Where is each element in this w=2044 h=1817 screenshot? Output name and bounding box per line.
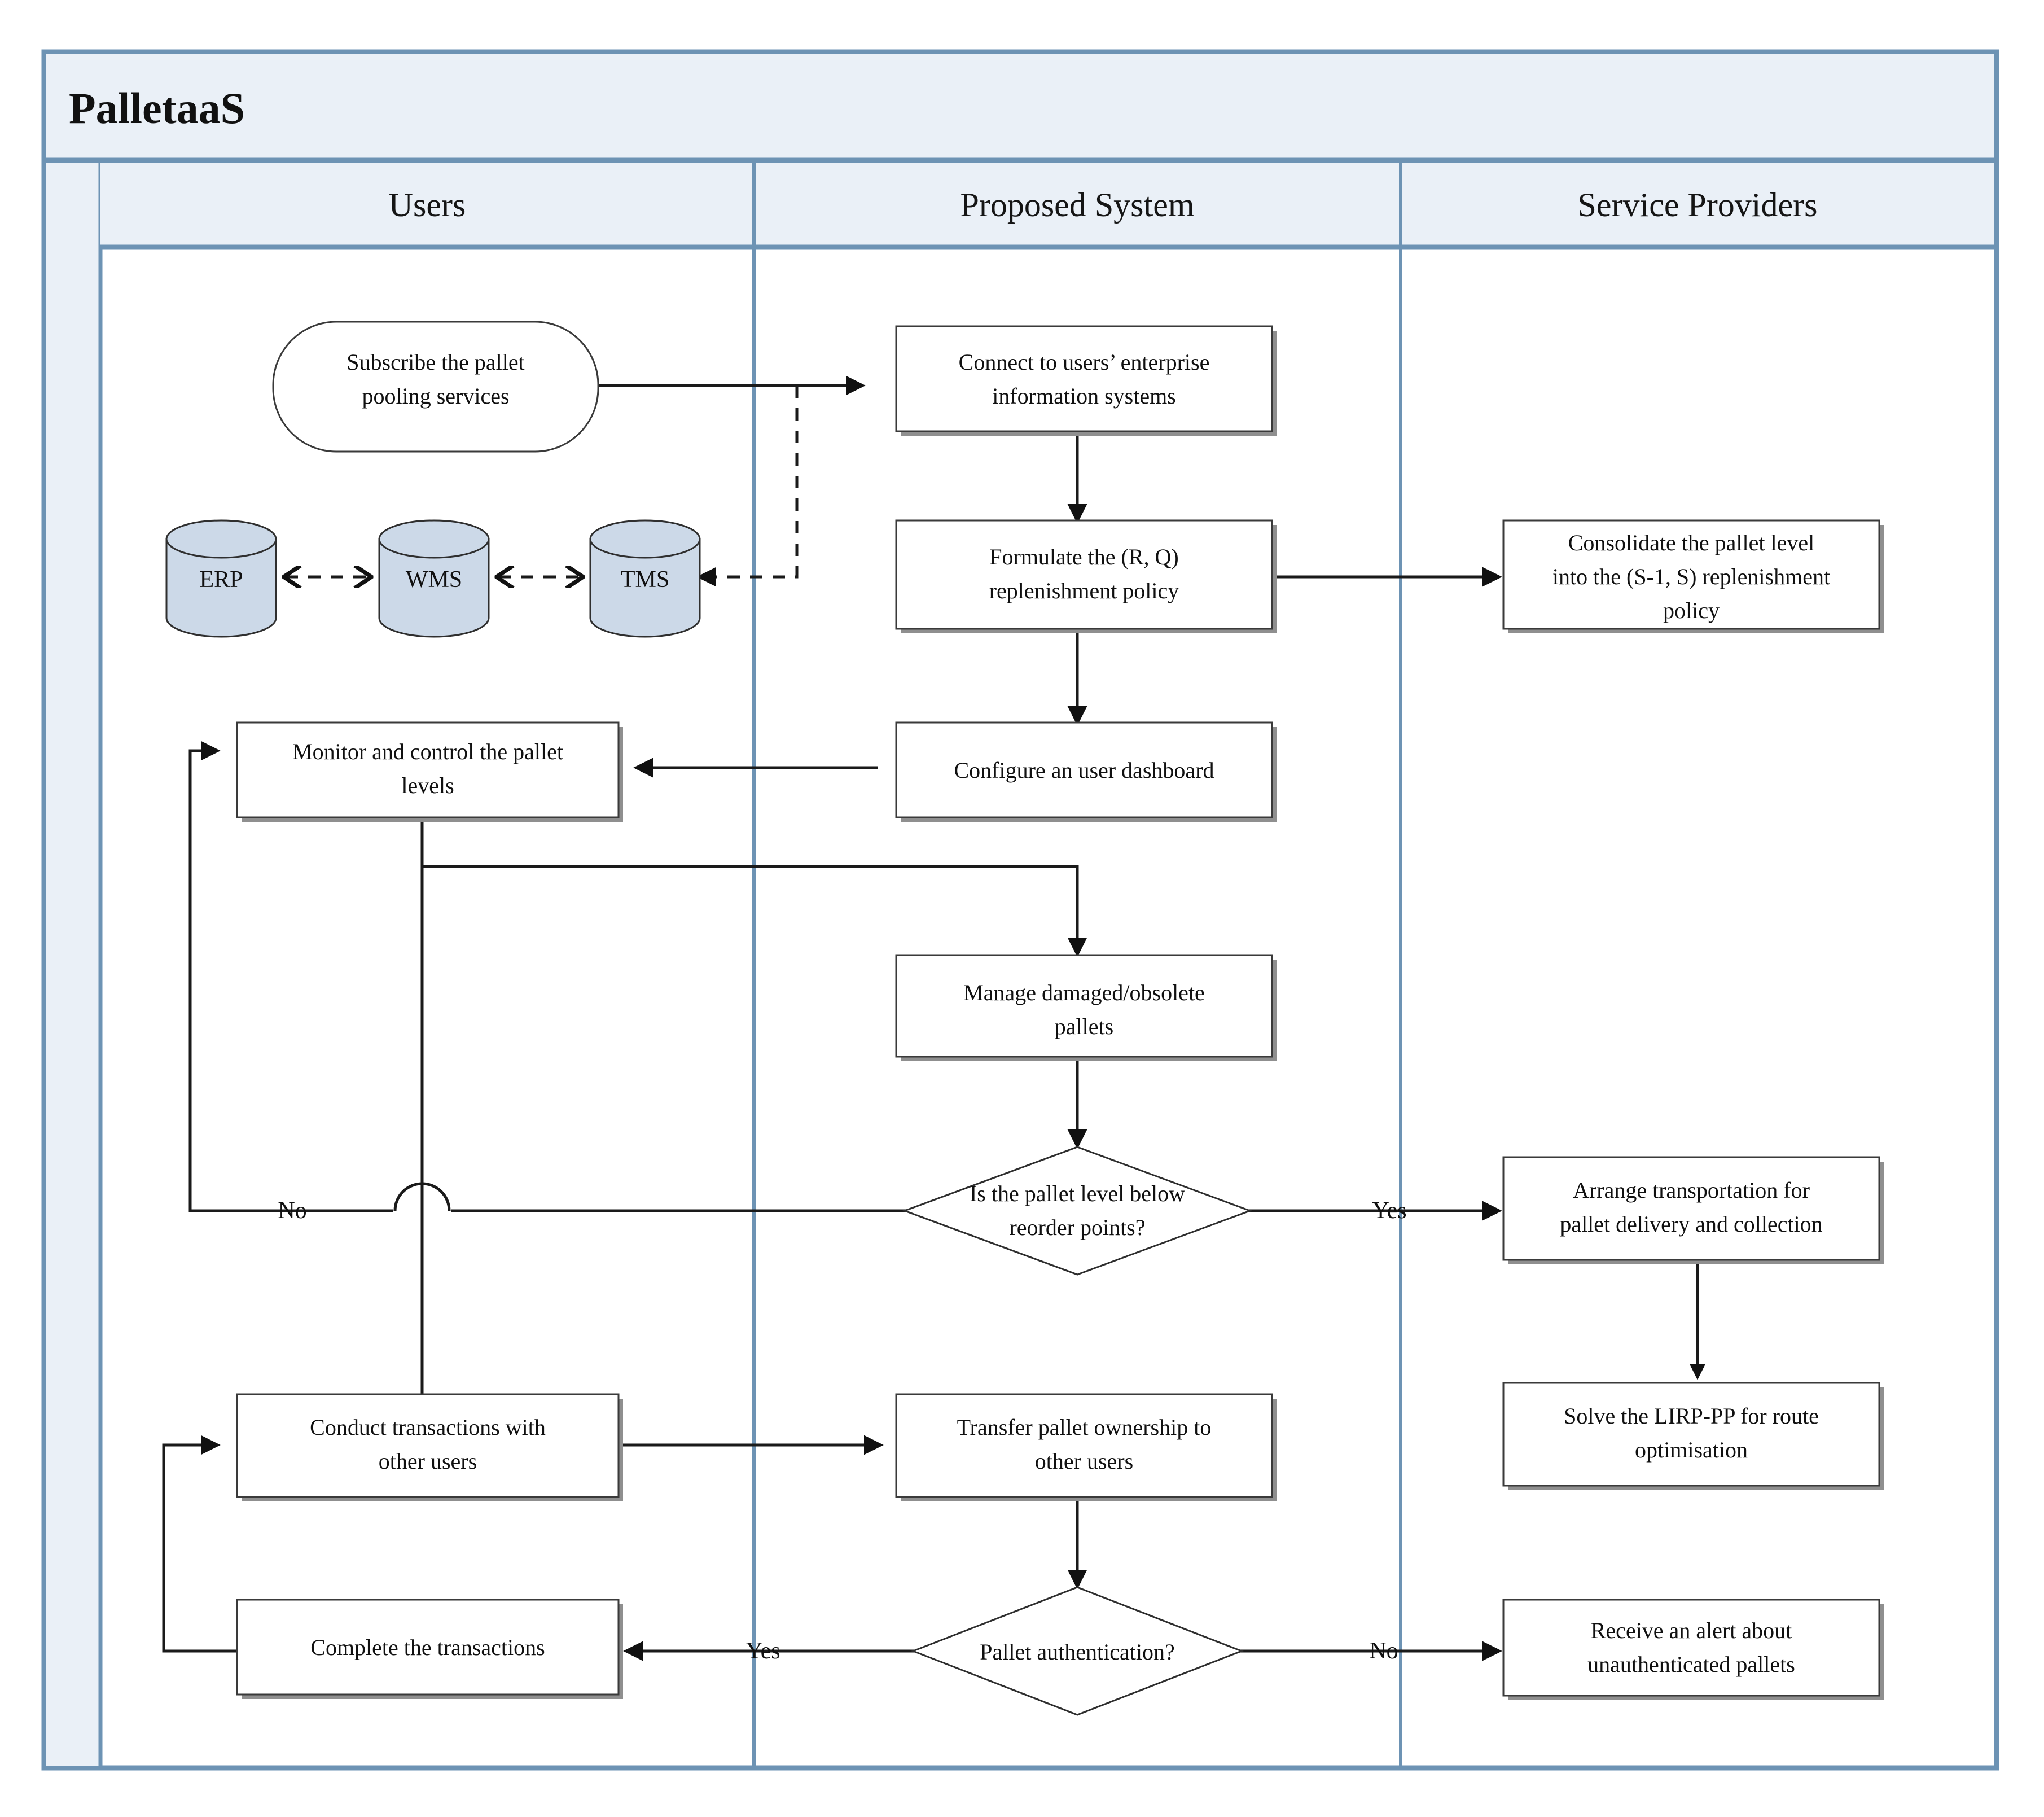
left-side-strip <box>46 163 103 1766</box>
node-formulate-line-0: Formulate the (R, Q) <box>989 544 1179 570</box>
edge-label-auth-no: No <box>1369 1638 1398 1664</box>
node-reorder-line-0: Is the pallet level below <box>970 1181 1185 1206</box>
node-consolidate-line-0: Consolidate the pallet level <box>1568 530 1815 555</box>
node-connect-line-0: Connect to users’ enterprise <box>959 349 1210 375</box>
db-label-erp: ERP <box>199 567 243 593</box>
node-monitor-line-0: Monitor and control the pallet <box>292 739 563 764</box>
node-complete-line-0: Complete the transactions <box>310 1635 545 1660</box>
lane-header-row <box>100 163 1994 1766</box>
node-subscribe-line-1: pooling services <box>362 383 509 409</box>
database-tms[interactable]: TMS <box>589 519 701 638</box>
node-transfer-line-0: Transfer pallet ownership to <box>957 1415 1212 1440</box>
node-formulate-line-1: replenishment policy <box>989 578 1179 603</box>
lane-label-providers: Service Providers <box>1578 186 1818 224</box>
node-monitor-line-1: levels <box>401 773 454 798</box>
edge-monitor-manage <box>422 865 1087 957</box>
node-manage-line-1: pallets <box>1055 1014 1113 1039</box>
node-formulate[interactable]: Formulate the (R, Q) replenishment polic… <box>895 519 1277 633</box>
db-label-tms: TMS <box>621 567 669 593</box>
node-conduct-line-1: other users <box>379 1448 477 1474</box>
node-connect-line-1: information systems <box>992 383 1176 409</box>
node-consolidate-line-1: into the (S-1, S) replenishment <box>1552 564 1830 589</box>
lane-label-users: Users <box>389 186 466 224</box>
lane-label-system: Proposed System <box>960 186 1194 224</box>
node-alert-line-1: unauthenticated pallets <box>1587 1652 1795 1677</box>
edge-complete-conduct <box>162 1435 236 1653</box>
node-connect[interactable]: Connect to users’ enterprise information… <box>895 325 1277 436</box>
node-transfer-line-1: other users <box>1035 1448 1133 1474</box>
node-manage[interactable]: Manage damaged/obsolete pallets <box>895 954 1277 1061</box>
database-erp[interactable]: ERP <box>165 519 277 638</box>
edge-reorder-no-b <box>188 741 393 1212</box>
node-consolidate[interactable]: Consolidate the pallet level into the (S… <box>1502 519 1884 633</box>
lane-header-providers: Service Providers <box>1578 186 1818 224</box>
node-alert[interactable]: Receive an alert about unauthenticated p… <box>1502 1599 1884 1700</box>
node-auth-decision[interactable]: Pallet authentication? <box>910 1586 1244 1716</box>
node-arrange[interactable]: Arrange transportation for pallet delive… <box>1502 1156 1884 1264</box>
edge-label-reorder-yes: Yes <box>1372 1198 1406 1224</box>
page-title: PalletaaS <box>69 84 245 133</box>
node-conduct[interactable]: Conduct transactions with other users <box>236 1393 623 1501</box>
node-consolidate-line-2: policy <box>1663 598 1720 623</box>
node-complete[interactable]: Complete the transactions <box>236 1599 623 1699</box>
node-lirp[interactable]: Solve the LIRP-PP for route optimisation <box>1502 1382 1884 1490</box>
line-hop <box>393 1182 451 1211</box>
node-monitor[interactable]: Monitor and control the pallet levels <box>236 721 623 822</box>
node-reorder-line-1: reorder points? <box>1009 1215 1145 1240</box>
node-manage-line-0: Manage damaged/obsolete <box>963 980 1205 1005</box>
node-arrange-line-1: pallet delivery and collection <box>1560 1211 1822 1237</box>
node-alert-line-0: Receive an alert about <box>1591 1618 1792 1643</box>
db-label-wms: WMS <box>406 567 462 593</box>
edge-dashed-connect-tms <box>696 386 799 587</box>
node-arrange-line-0: Arrange transportation for <box>1573 1177 1810 1203</box>
node-configure-line-0: Configure an user dashboard <box>954 758 1214 783</box>
connectors <box>162 375 1705 1661</box>
node-reorder-decision[interactable]: Is the pallet level below reorder points… <box>902 1146 1253 1276</box>
edge-label-auth-yes: Yes <box>745 1638 780 1664</box>
edge-label-reorder-no: No <box>278 1198 306 1224</box>
outer-frame <box>41 49 1999 1771</box>
lane-header-users: Users <box>389 186 466 224</box>
node-configure[interactable]: Configure an user dashboard <box>895 721 1277 822</box>
node-lirp-line-1: optimisation <box>1635 1437 1748 1463</box>
node-transfer[interactable]: Transfer pallet ownership to other users <box>895 1393 1277 1501</box>
node-conduct-line-0: Conduct transactions with <box>310 1415 546 1440</box>
node-subscribe-line-0: Subscribe the pallet <box>346 349 524 375</box>
lane-header-system: Proposed System <box>960 186 1194 224</box>
node-subscribe[interactable]: Subscribe the pallet pooling services <box>272 321 599 453</box>
node-lirp-line-0: Solve the LIRP-PP for route <box>1564 1403 1819 1429</box>
node-auth-line-0: Pallet authentication? <box>980 1639 1174 1665</box>
database-wms[interactable]: WMS <box>378 519 490 638</box>
